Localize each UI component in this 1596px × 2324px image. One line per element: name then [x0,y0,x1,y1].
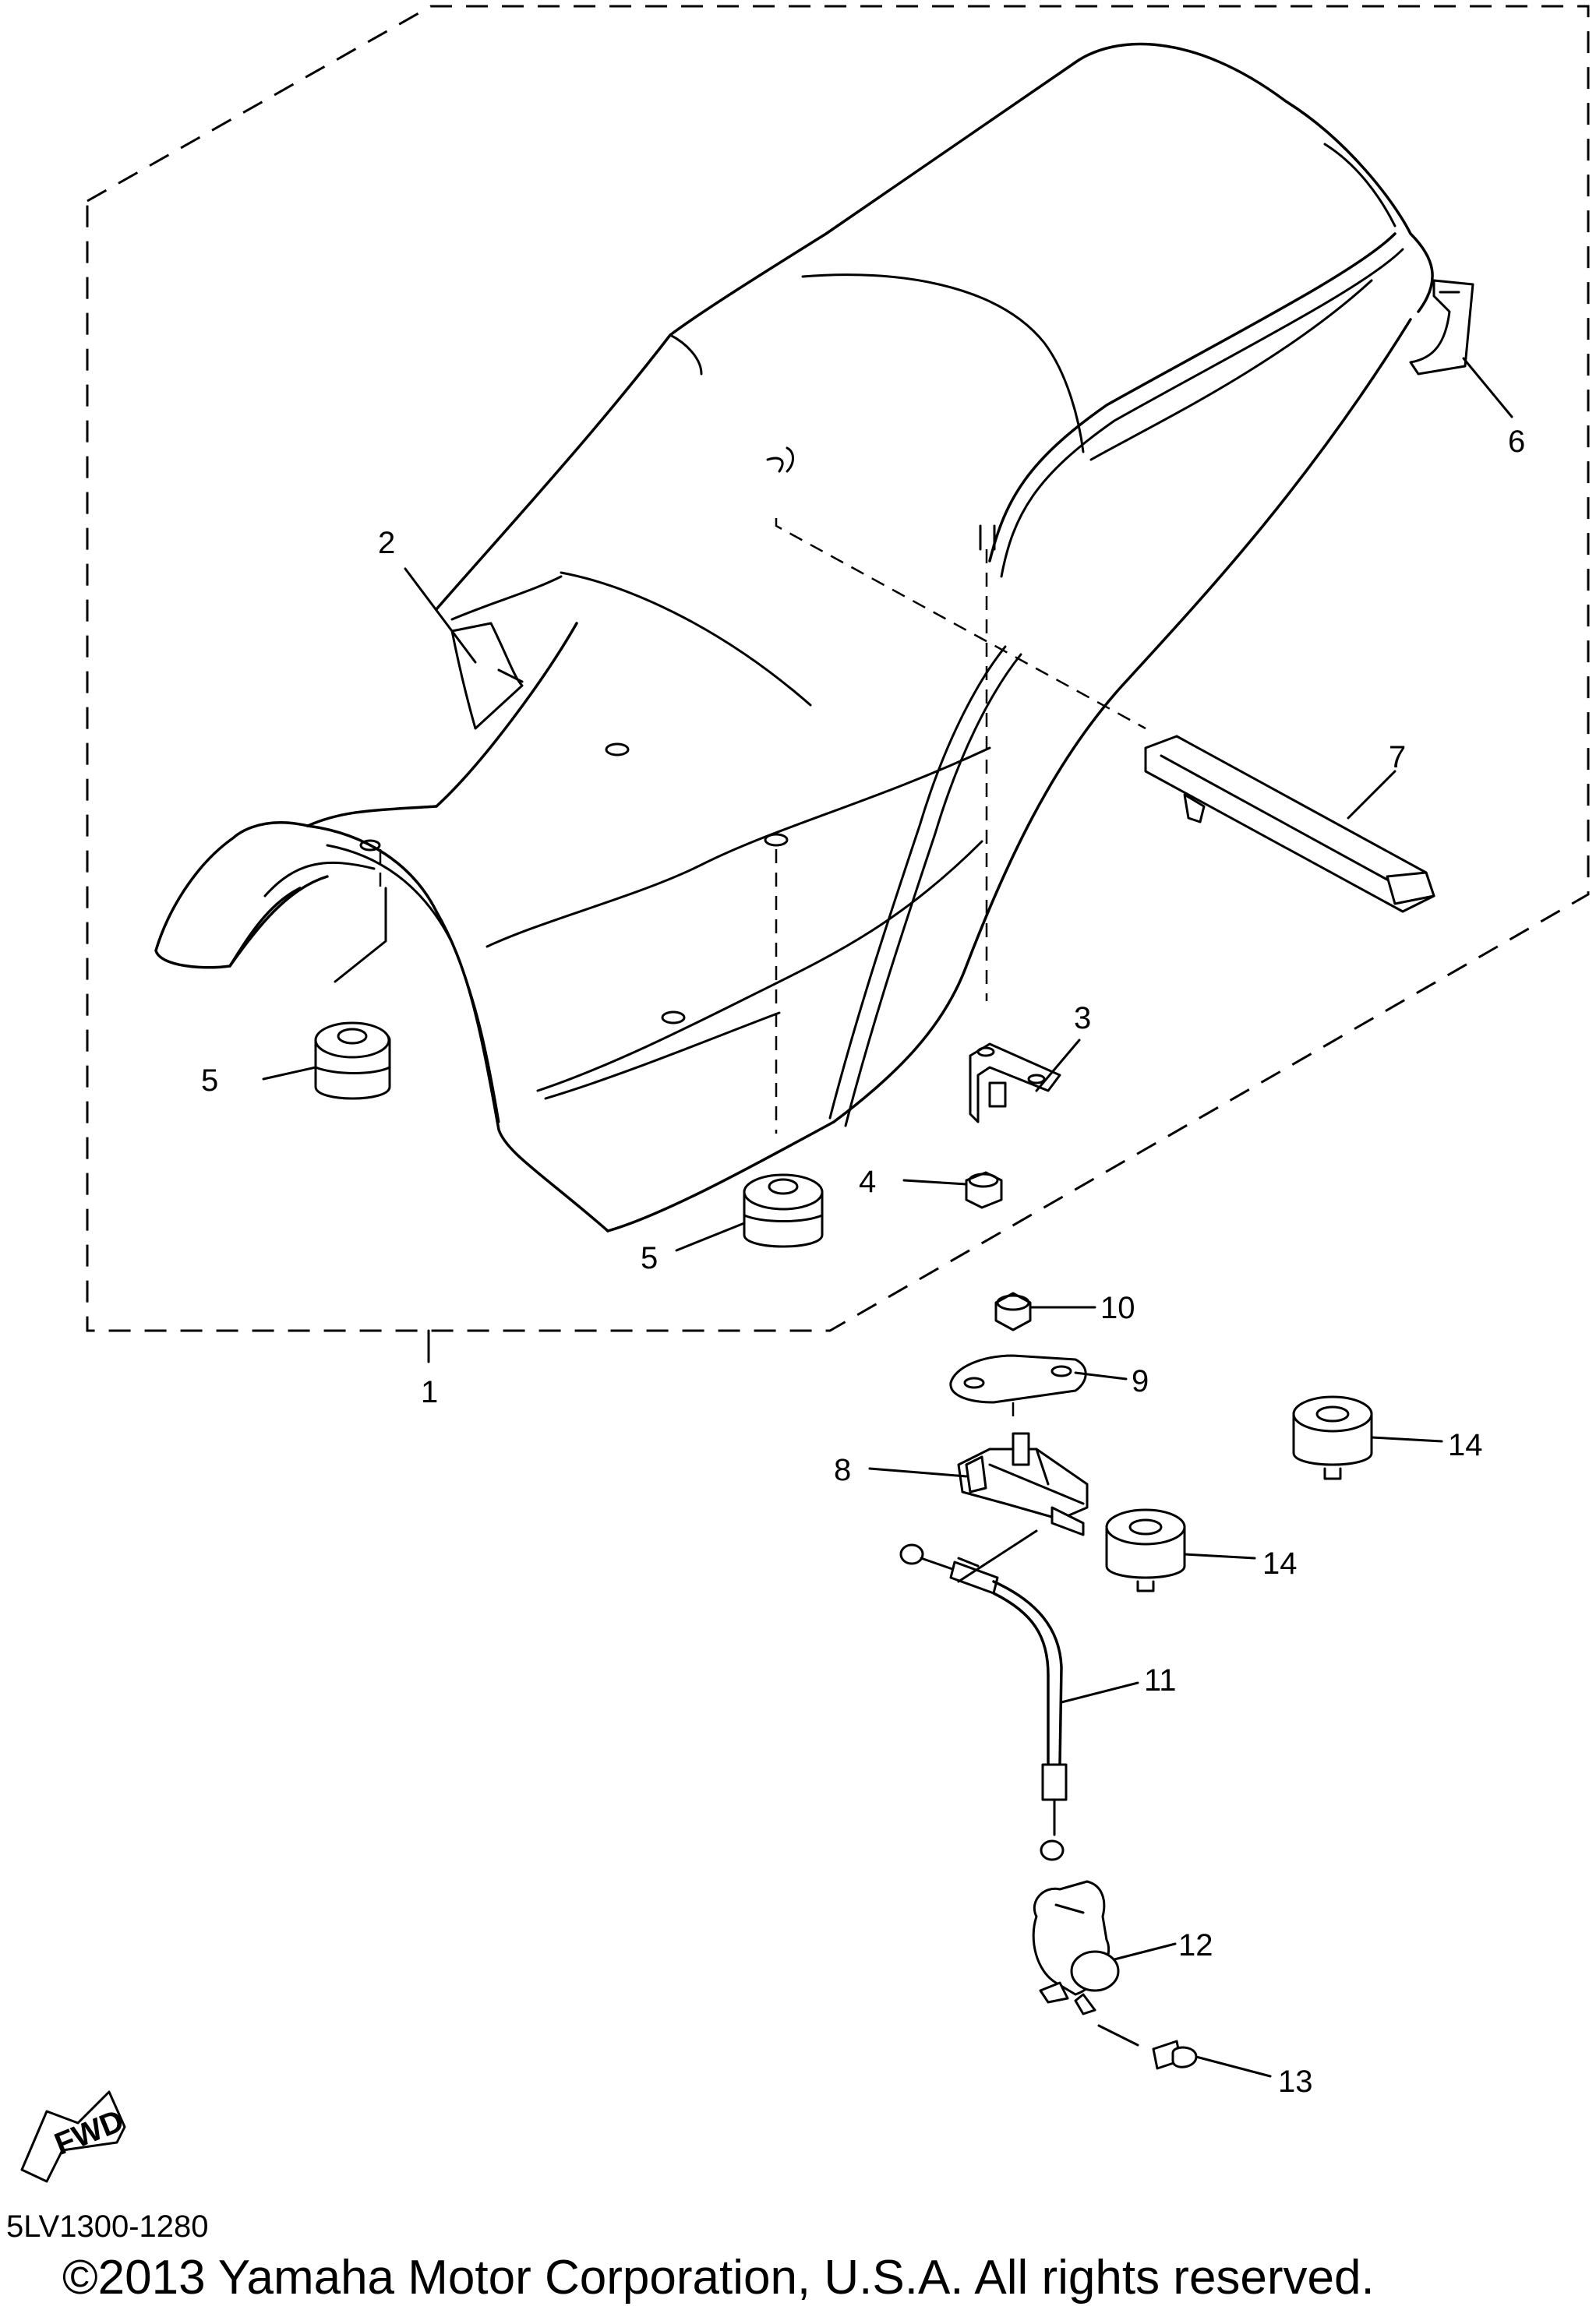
part-6 [1409,279,1474,376]
seat-assembly [154,42,1434,1233]
callout-14-upper: 14 [1448,1428,1483,1462]
assembly-boundary [86,5,1590,1332]
callout-11: 11 [1144,1663,1177,1698]
callout-10: 10 [1100,1291,1135,1325]
callout-1: 1 [421,1375,438,1409]
callout-12: 12 [1178,1928,1213,1963]
part-13 [1152,2040,1198,2070]
part-7 [1144,735,1435,913]
callout-4: 4 [859,1165,876,1199]
callout-13: 13 [1278,2065,1313,2099]
callout-5-upper: 5 [201,1063,218,1098]
part-12 [1032,1880,1120,2015]
part-14-lower [1105,1508,1186,1592]
part-8 [957,1432,1089,1536]
part-11 [899,1529,1068,1861]
part-10 [994,1292,1032,1331]
fwd-arrow-icon: FWD [20,2090,129,2183]
part-9 [949,1354,1087,1404]
reference-code: 5LV1300-1280 [6,2209,209,2244]
part-4 [965,1171,1003,1209]
callout-7: 7 [1389,740,1406,774]
part-3 [969,1042,1061,1123]
leader-lines [262,357,1513,2078]
callout-5-lower: 5 [641,1241,658,1275]
part-5-upper [314,1021,391,1100]
part-5-lower [743,1173,824,1248]
callout-3: 3 [1074,1001,1091,1035]
callout-2: 2 [378,526,395,560]
callout-9: 9 [1132,1364,1149,1398]
copyright-notice: ©2013 Yamaha Motor Corporation, U.S.A. A… [62,2251,1375,2305]
callouts: 1 2 3 4 5 5 6 7 8 9 10 11 12 13 14 14 [201,425,1525,2099]
callout-14-lower: 14 [1262,1546,1298,1581]
callout-6: 6 [1508,425,1525,459]
part-14-upper [1292,1395,1373,1480]
callout-8: 8 [834,1453,851,1487]
